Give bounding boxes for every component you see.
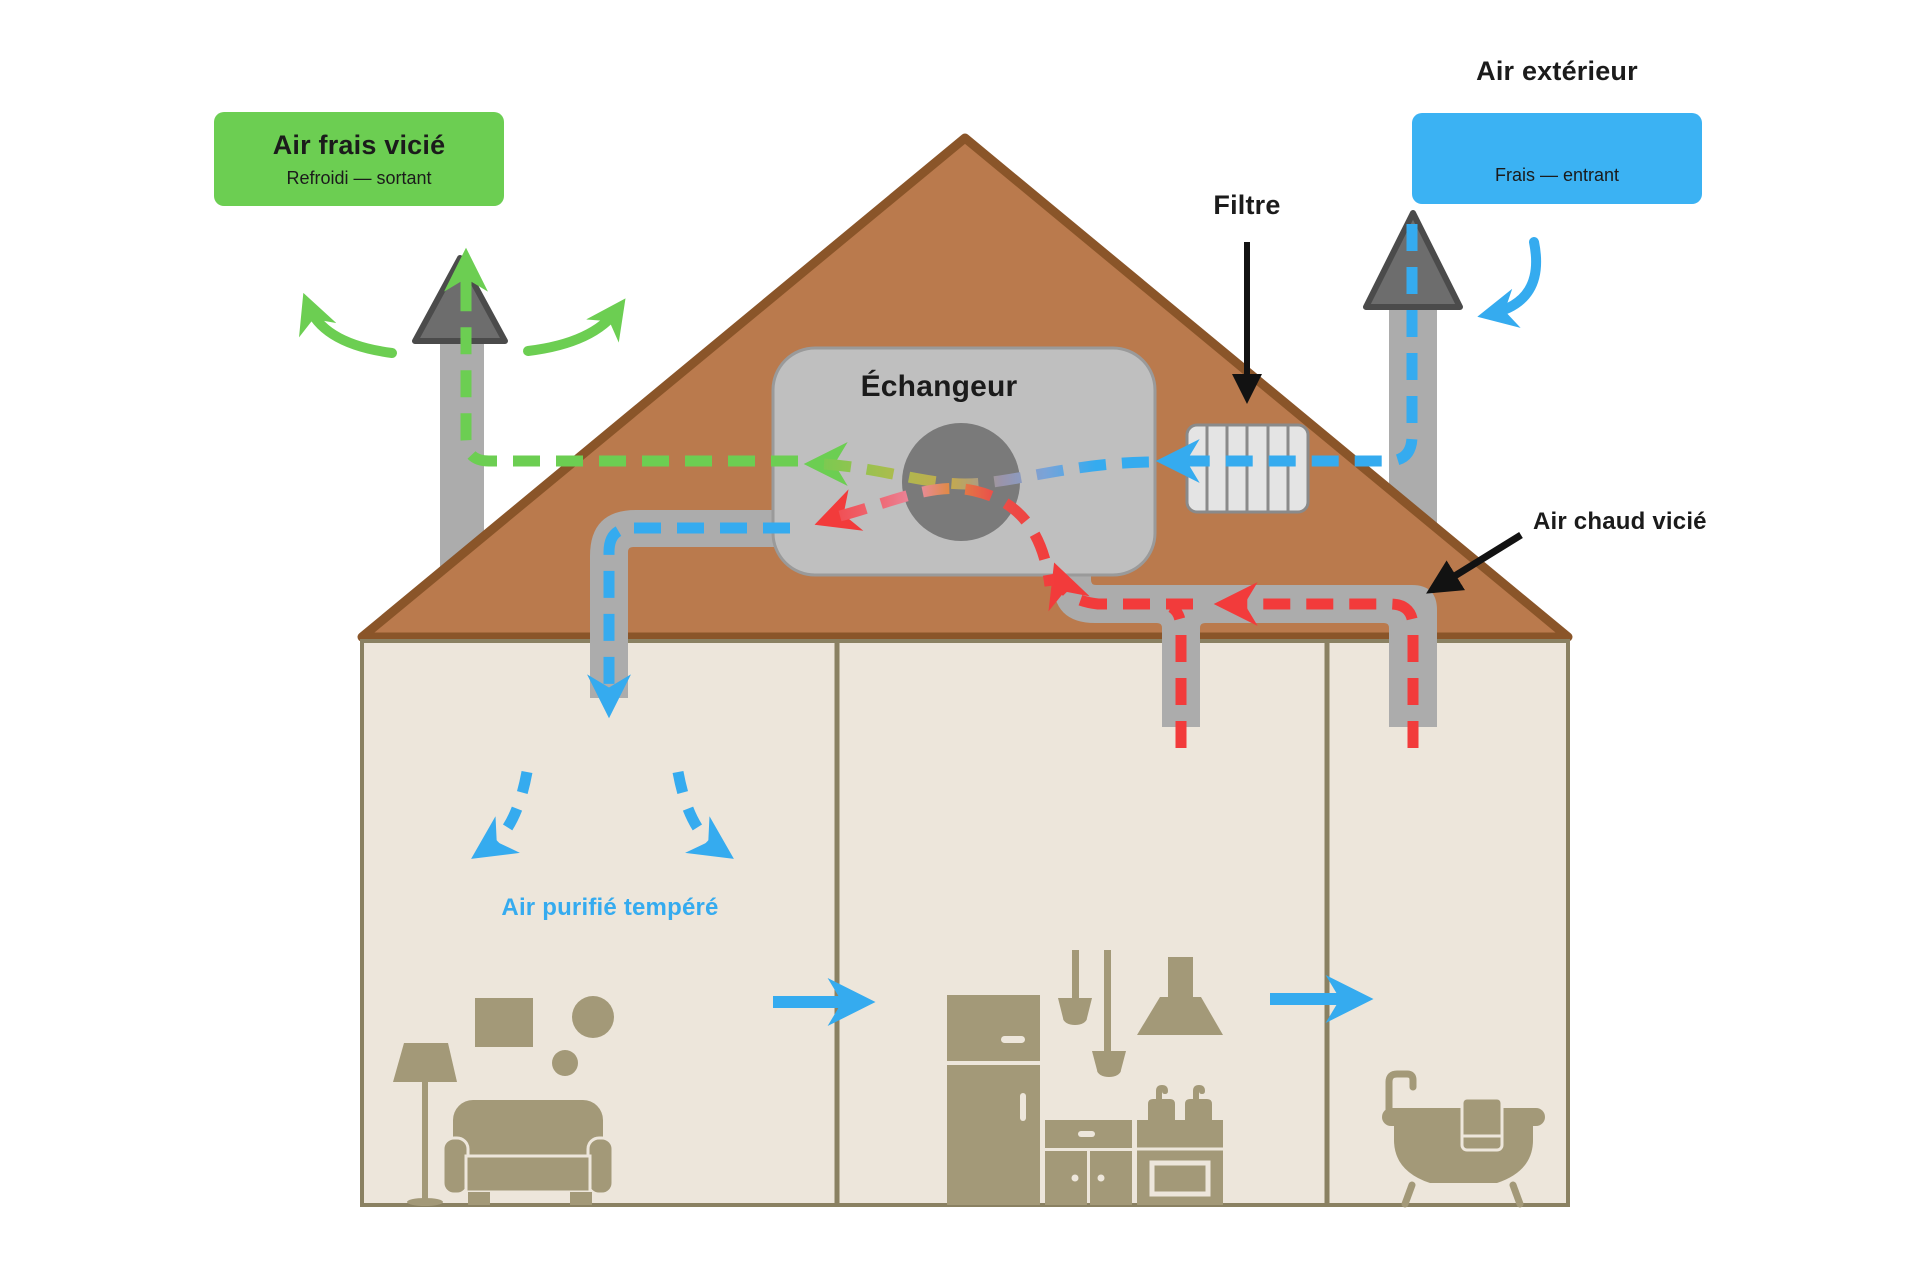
vent-caps (412, 210, 1463, 344)
annotation-arrows (1232, 242, 1523, 594)
kitchen-furniture (947, 950, 1223, 1205)
wall-art-icon (475, 996, 614, 1076)
warm-air-pointer-arrow (1426, 532, 1523, 594)
filter-label: Filtre (1213, 190, 1281, 220)
exterior-air-title: Air extérieur (1476, 56, 1638, 86)
exhaust-swoosh-right (523, 298, 626, 356)
extract-flow-red (814, 489, 1419, 748)
exhaust-flow-green (299, 247, 848, 486)
floor-lamp-icon (393, 1043, 457, 1206)
fresh-stale-air-subtitle: Refroidi — sortant (286, 167, 432, 188)
exchanger-label: Échangeur (860, 370, 1018, 403)
exhaust-swoosh-left (299, 292, 397, 358)
living-room-furniture (393, 996, 615, 1206)
exterior-air-subtitle: Frais — entrant (1494, 165, 1620, 185)
fresh-stale-air-label: Air frais vicié Refroidi — sortant (214, 112, 504, 206)
kitchen-cabinet-icon (1045, 1120, 1132, 1205)
left-vent-cap-icon (412, 255, 508, 344)
bathtub-icon (1382, 1070, 1545, 1208)
right-vent-cap-icon (1363, 210, 1463, 310)
sofa-icon (441, 1100, 615, 1205)
bathroom-furniture (1382, 1070, 1545, 1208)
range-hood-icon (1137, 957, 1223, 1035)
purified-air-label: Air purifié tempéré (501, 894, 719, 921)
warm-stale-air-label: Air chaud vicié (1533, 508, 1707, 535)
fresh-stale-air-title: Air frais vicié (272, 129, 446, 160)
fridge-icon (947, 995, 1040, 1205)
air-filter-icon (1185, 423, 1310, 514)
stove-icon (1137, 1085, 1223, 1205)
pendant-utensils-icon (1058, 950, 1126, 1077)
extract-duct (1053, 552, 1437, 727)
intake-curve-arrow (1477, 237, 1542, 328)
exterior-air-label: Frais — entrant (1412, 113, 1702, 204)
intake-flow-blue (471, 224, 1542, 1026)
exchanger-crossover-lines (823, 456, 1151, 587)
